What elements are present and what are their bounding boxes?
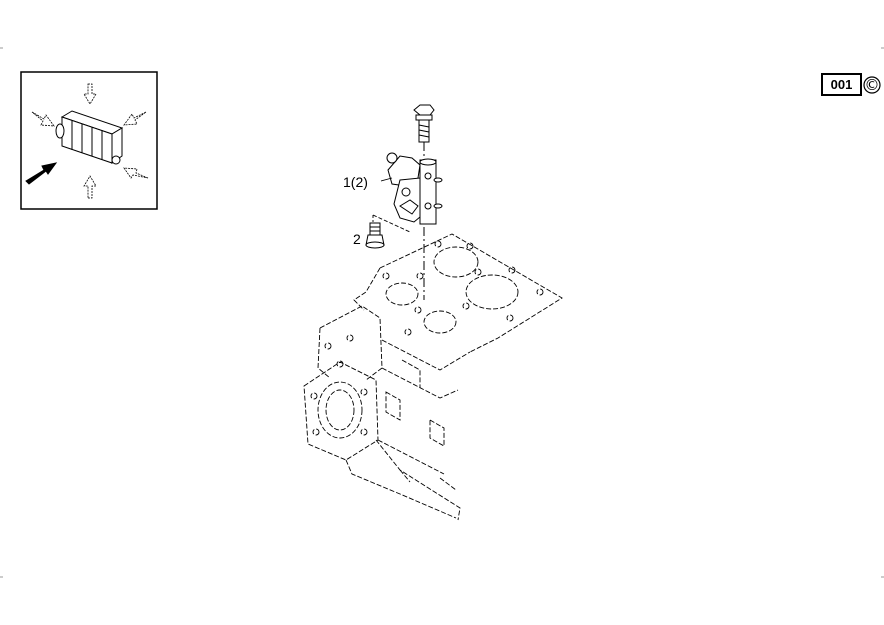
copyright-symbol: © [865, 76, 880, 94]
engine-orientation-icon [55, 110, 124, 165]
page-number-badge: 001 [821, 73, 862, 96]
orientation-inset [20, 71, 158, 210]
page-number: 001 [831, 77, 853, 92]
engine-block-outline [303, 233, 563, 521]
copyright-mark: © [863, 76, 881, 94]
leader-lines [372, 177, 411, 233]
banjo-fitting [365, 222, 385, 249]
callout-part-2: 2 [353, 231, 361, 247]
mounting-bolt [413, 104, 435, 143]
callout-part-1: 1(2) [343, 174, 368, 190]
view-direction-arrow [25, 162, 58, 185]
inset-arrows [31, 83, 149, 199]
pump-unit [386, 152, 443, 225]
